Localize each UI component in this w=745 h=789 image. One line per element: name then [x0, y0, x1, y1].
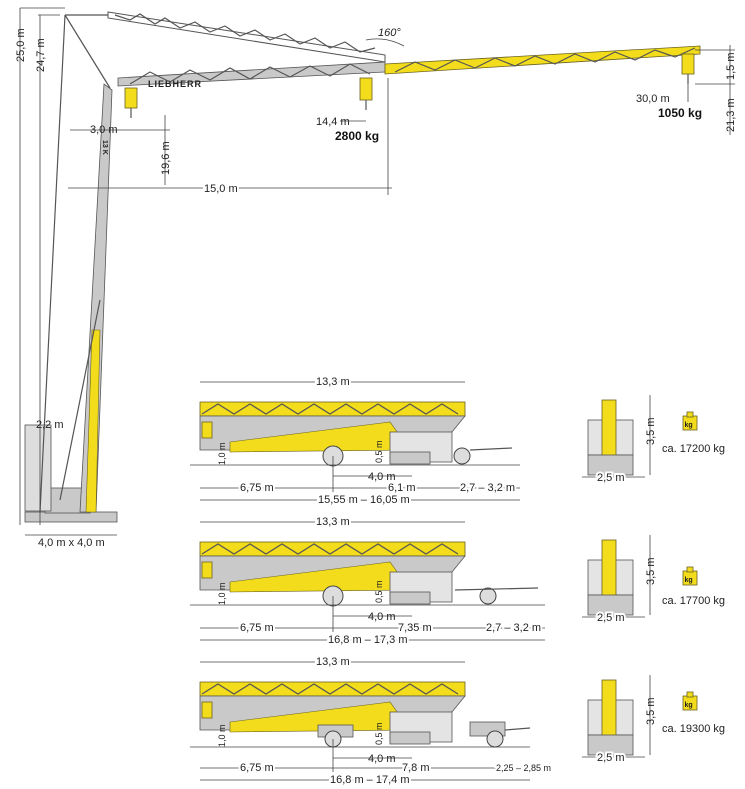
label-ballast-width: 2,2 m — [36, 419, 64, 431]
label-axle-spacing: 4,0 m — [368, 471, 396, 483]
tower-yellow-section — [85, 329, 101, 513]
label-length-top: 13,3 m — [316, 656, 350, 668]
wheel-front — [453, 447, 471, 465]
weight-icon: kg — [682, 566, 698, 586]
svg-text:kg: kg — [685, 577, 693, 584]
label-axle-spacing: 4,0 m — [368, 611, 396, 623]
label-weight: ca. 17700 kg — [662, 595, 725, 607]
label-clearance-mid: 0,5 m — [374, 440, 384, 463]
label-radius-14-4: 14,4 m — [316, 116, 350, 128]
label-weight: ca. 19300 kg — [662, 723, 725, 735]
label-mid-length: 7,35 m — [398, 622, 432, 634]
label-width: 2,5 m — [597, 752, 625, 764]
crane-base — [24, 511, 118, 523]
label-base-size: 4,0 m x 4,0 m — [38, 537, 105, 549]
label-jib-drop: 1,5 m — [725, 52, 737, 80]
label-width: 2,5 m — [597, 472, 625, 484]
label-drawbar: 2,7 – 3,2 m — [486, 622, 541, 634]
label-clearance-mid: 0,5 m — [374, 722, 384, 745]
label-height-25: 25,0 m — [15, 28, 27, 62]
label-load-1050: 1050 kg — [658, 106, 702, 120]
label-height-21-3: 21,3 m — [725, 98, 737, 132]
weight-icon: kg — [682, 691, 698, 711]
hook-mid — [359, 77, 373, 110]
mast-stay — [39, 14, 66, 513]
label-height: 3,5 m — [645, 417, 657, 445]
label-height-24-7: 24,7 m — [35, 38, 47, 72]
label-drawbar: 2,25 – 2,85 m — [496, 763, 551, 773]
label-clearance-front: 1,0 m — [217, 442, 227, 465]
drawbar — [454, 587, 539, 591]
label-height-19-6: 19,6 m — [160, 141, 172, 175]
hook-min-radius — [124, 87, 138, 118]
label-min-radius: 3,0 m — [90, 124, 118, 136]
label-radius-30: 30,0 m — [636, 93, 670, 105]
label-height: 3,5 m — [645, 557, 657, 585]
hook-tip — [681, 53, 695, 84]
slew-arc-icon — [365, 38, 405, 47]
transport-variant-1: 13,3 m 1,0 m 0,5 m 4,0 m 6,75 m 6,1 m 2,… — [190, 374, 725, 508]
wheel-front — [486, 730, 504, 748]
label-height: 3,5 m — [645, 697, 657, 725]
luffing-strut — [107, 11, 386, 63]
label-clearance-front: 1,0 m — [217, 582, 227, 605]
transport-variant-2: 13,3 m 1,0 m 0,5 m 4,0 m 6,75 m 7,35 m 2… — [190, 514, 725, 648]
label-load-2800: 2800 kg — [335, 129, 379, 143]
label-front-overhang: 6,75 m — [240, 762, 274, 774]
label-axle-spacing: 4,0 m — [368, 753, 396, 765]
wheel-front — [479, 587, 497, 605]
label-clearance-mid: 0,5 m — [374, 580, 384, 603]
label-clearance-front: 1,0 m — [217, 724, 227, 747]
brand-logo: LIEBHERR — [148, 79, 202, 89]
ballast-block — [24, 424, 52, 512]
drawbar — [469, 447, 513, 451]
label-total-length: 16,8 m – 17,3 m — [328, 634, 408, 646]
svg-text:kg: kg — [685, 702, 693, 709]
svg-text:kg: kg — [685, 422, 693, 429]
label-weight: ca. 17200 kg — [662, 443, 725, 455]
label-mid-length: 6,1 m — [388, 482, 416, 494]
fly-jib — [384, 45, 701, 75]
label-total-length: 16,8 m – 17,4 m — [330, 774, 410, 786]
erected-crane: 13 K LIEBHERR 25,0 m 24,7 m 160° 3,0 m 1… — [15, 7, 737, 551]
label-radius-15: 15,0 m — [204, 183, 238, 195]
weight-icon: kg — [682, 411, 698, 431]
label-total-length: 15,55 m – 16,05 m — [318, 494, 410, 506]
label-length-top: 13,3 m — [316, 516, 350, 528]
label-front-overhang: 6,75 m — [240, 622, 274, 634]
label-width: 2,5 m — [597, 612, 625, 624]
drawbar — [504, 727, 531, 731]
label-slew-angle: 160° — [378, 27, 401, 39]
tower-model-label: 13 K — [101, 140, 108, 155]
label-mid-length: 7,8 m — [402, 762, 430, 774]
label-front-overhang: 6,75 m — [240, 482, 274, 494]
label-length-top: 13,3 m — [316, 376, 350, 388]
transport-variant-3: 13,3 m 1,0 m 0,5 m 4,0 m 6,75 m 7,8 m 2,… — [190, 654, 725, 788]
label-drawbar: 2,7 – 3,2 m — [460, 482, 515, 494]
